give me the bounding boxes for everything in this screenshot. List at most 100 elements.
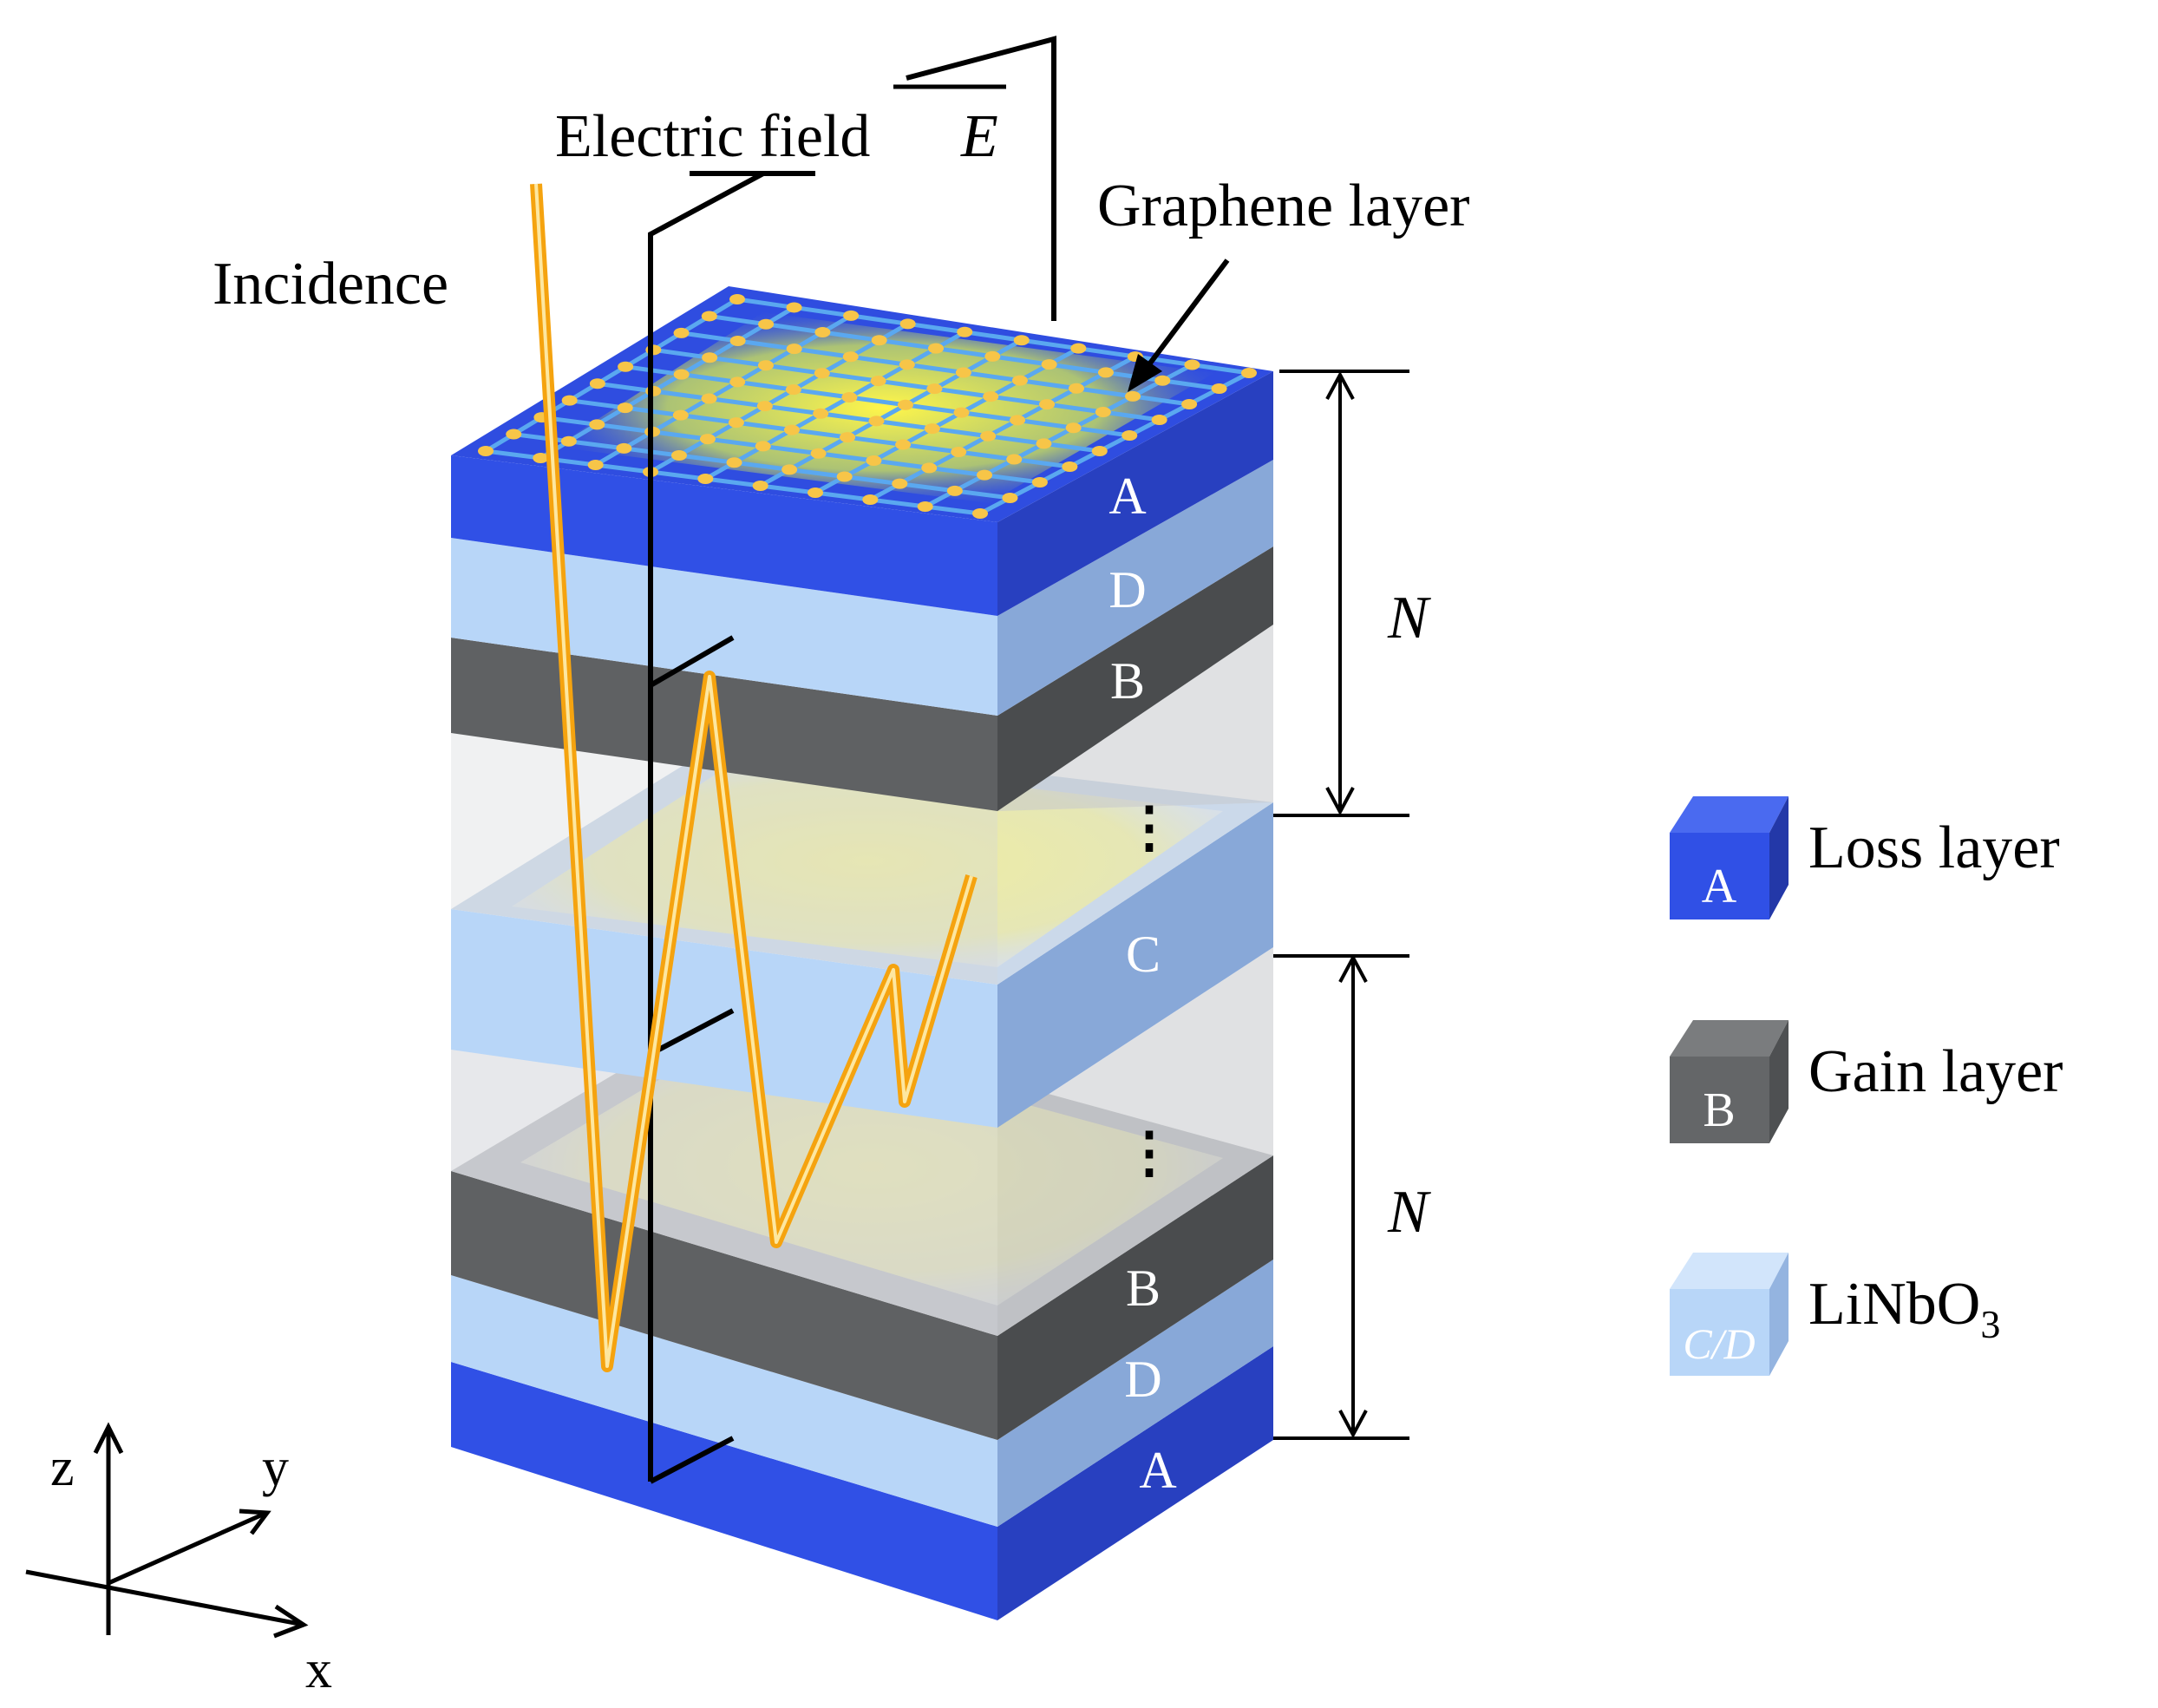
graphene-atom [506,429,522,440]
graphene-atom [1031,477,1048,488]
graphene-bond [1049,362,1107,375]
graphene-bond [1192,363,1250,376]
graphene-atom [645,385,662,396]
layer-bottom-b-side [997,1155,1273,1440]
graphene-atom [786,344,802,355]
graphene-atom [928,343,945,354]
graphene-bond [870,497,925,509]
graphene-bond [1046,402,1104,415]
graphene-bond [513,432,570,444]
graphene-bond [794,346,852,359]
graphene-atom [813,408,829,419]
layer-top-d-side [997,460,1273,716]
graphene-bond [905,402,962,416]
legend-item-loss: A Loss layer [1670,796,2060,919]
graphene-bond [765,322,823,335]
graphene-bond [788,467,846,479]
graphene-bond [650,469,706,481]
label-top-b: B [1110,652,1145,710]
graphene-bond [709,313,767,327]
graphene-bond [1161,378,1220,391]
graphene-atom [1002,493,1018,503]
graphene-lattice [478,294,1257,519]
graphene-atom [1122,430,1138,441]
graphene-atom [758,318,775,330]
period-n-bottom: N [1387,1179,1431,1246]
graphene-bond [485,448,541,461]
graphene-atom [917,501,933,512]
graphene-atom [1036,438,1052,449]
legend: A Loss layer B Gain layer C/D LiNbO3 [1670,796,2063,1376]
layer-stack [451,286,1273,1620]
label-bottom-a: A [1139,1442,1176,1499]
graphene-atom [1070,343,1087,354]
graphene-atom [868,416,885,427]
graphene-atom [756,401,773,412]
axis-y-label: y [262,1438,289,1497]
incident-beam [530,183,978,1372]
graphene-bond [762,443,819,456]
graphene-atom [946,485,963,496]
graphene-atom [972,508,988,519]
graphene-bond [734,460,790,472]
graphene-bond [878,378,935,391]
graphene-bond [651,429,709,442]
graphene-bond [595,462,651,474]
graphene-atom [785,384,801,396]
graphene-bond [681,372,738,384]
graphene-bond [794,304,852,318]
graphene-atom [980,430,997,442]
layer-top-b-front [451,638,997,811]
graphene-bond [818,451,874,463]
graphene-bond [791,428,848,440]
label-top-d: D [1108,561,1146,618]
legend-letter-b: B [1703,1083,1735,1137]
graphene-atom [478,446,494,456]
layer-top-d-front [451,538,997,716]
graphene-atom [836,471,853,482]
graphene-bond [1132,394,1190,407]
axis-z-label: z [50,1438,75,1497]
graphene-atom [729,294,745,304]
graphene-bond [705,476,761,488]
graphene-bond [850,313,909,326]
graphene-atom [752,481,768,491]
graphene-bond [707,436,764,448]
graphene-atom [871,335,887,346]
graphene-atom [841,391,858,402]
graphene-atom [977,469,993,481]
graphene-atom [670,450,687,461]
graphene-bond [709,396,766,409]
graphene-atom [729,336,746,347]
axis-x-label: x [305,1640,332,1699]
label-center-c: C [1126,926,1161,983]
layer-center-c-side [997,802,1273,1128]
graphene-atom [783,424,800,435]
graphene-atom [616,442,632,454]
graphene-atom [561,395,578,406]
graphene-atom [983,391,999,402]
graphene-atom [814,368,830,379]
graphene-atom [701,393,717,404]
label-bottom-b: B [1126,1260,1161,1317]
graphene-bond [1135,354,1193,368]
graphene-bond [935,346,993,359]
layer-bottom-b-front [451,1171,997,1440]
layer-top-b-side [997,546,1273,811]
loss-cube-icon [1670,833,1769,919]
graphene-bond [596,422,653,435]
graphene-bond [984,473,1041,485]
graphene-bond [879,337,937,351]
gain-cube-icon [1670,1057,1769,1143]
graphene-bond [1073,425,1130,438]
graphene-bond [760,483,816,495]
graphene-atom [1006,454,1023,465]
graphene-atom [951,447,967,458]
graphene-atom [957,326,973,337]
legend-label-linbo3: LiNbO3 [1808,1271,2000,1346]
legend-letter-a: A [1702,860,1737,913]
graphene-atom [814,327,831,338]
graphene-atom [673,327,690,338]
graphene-atom [984,350,1001,362]
